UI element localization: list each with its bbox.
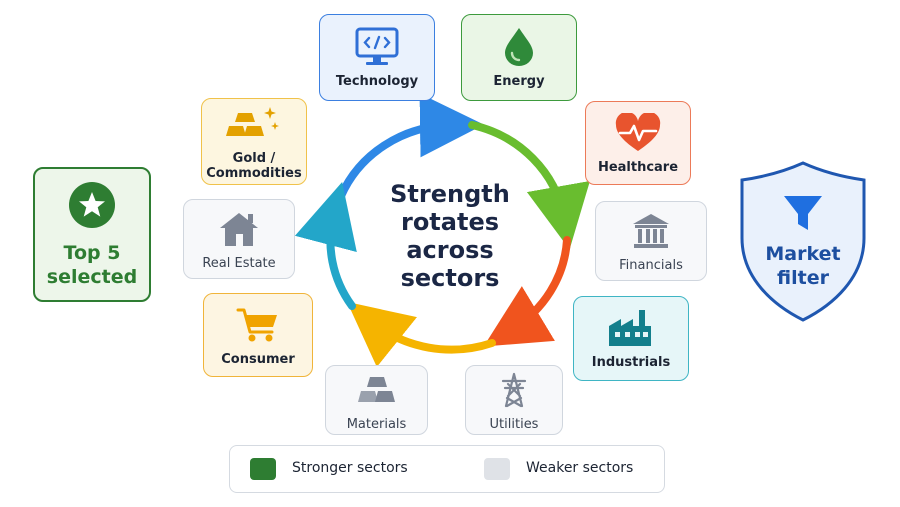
oil-drop-icon xyxy=(501,26,537,68)
top5-selected-box: Top 5 selected xyxy=(33,167,151,302)
legend: Stronger sectors Weaker sectors xyxy=(229,445,665,493)
funnel-icon xyxy=(784,196,822,230)
sector-label: Industrials xyxy=(591,355,671,370)
ring-arc-yellow xyxy=(347,301,496,367)
house-icon xyxy=(218,208,260,250)
sector-label: Gold / Commodities xyxy=(206,150,302,181)
sector-label: Real Estate xyxy=(202,255,276,271)
sector-label: Financials xyxy=(619,257,683,273)
sector-label: Utilities xyxy=(489,416,539,432)
code-monitor-icon xyxy=(354,26,400,68)
power-tower-icon xyxy=(498,369,530,411)
factory-icon xyxy=(607,307,655,349)
sector-card-financials: Financials xyxy=(595,201,707,281)
heartbeat-icon xyxy=(614,112,662,154)
ring-arc-blue xyxy=(337,93,484,200)
market-filter-text: Market filter xyxy=(765,243,841,289)
sector-label: Consumer xyxy=(221,351,295,367)
sector-label: Technology xyxy=(335,74,419,89)
bank-icon xyxy=(631,210,671,252)
sector-card-technology: Technology xyxy=(319,14,435,101)
sector-card-utilities: Utilities xyxy=(465,365,563,435)
sector-card-consumer: Consumer xyxy=(203,293,313,377)
market-filter-shield: Market filter xyxy=(738,160,868,325)
legend-swatch-strong xyxy=(250,458,276,480)
center-caption: Strength rotates across sectors xyxy=(390,180,510,292)
legend-label-strong: Stronger sectors xyxy=(292,460,408,476)
sector-card-industrials: Industrials xyxy=(573,296,689,381)
sector-label: Materials xyxy=(346,416,407,432)
legend-label-weak: Weaker sectors xyxy=(526,460,634,476)
sector-label: Energy xyxy=(493,74,545,89)
sector-card-gold-commodities: Gold / Commodities xyxy=(201,98,307,185)
shopping-cart-icon xyxy=(236,304,280,346)
sector-card-real-estate: Real Estate xyxy=(183,199,295,279)
ring-arc-green xyxy=(468,121,590,250)
ingots-icon xyxy=(357,369,396,411)
sector-label: Healthcare xyxy=(597,159,679,175)
sector-card-healthcare: Healthcare xyxy=(585,101,691,185)
top5-text: Top 5 selected xyxy=(46,241,138,288)
sector-card-energy: Energy xyxy=(461,14,577,101)
sector-card-materials: Materials xyxy=(325,365,428,435)
star-icon xyxy=(68,181,116,233)
ring-arc-orange xyxy=(483,236,571,347)
gold-bars-icon xyxy=(225,103,283,145)
legend-swatch-weak xyxy=(484,458,510,480)
ring-arc-teal xyxy=(294,182,357,310)
